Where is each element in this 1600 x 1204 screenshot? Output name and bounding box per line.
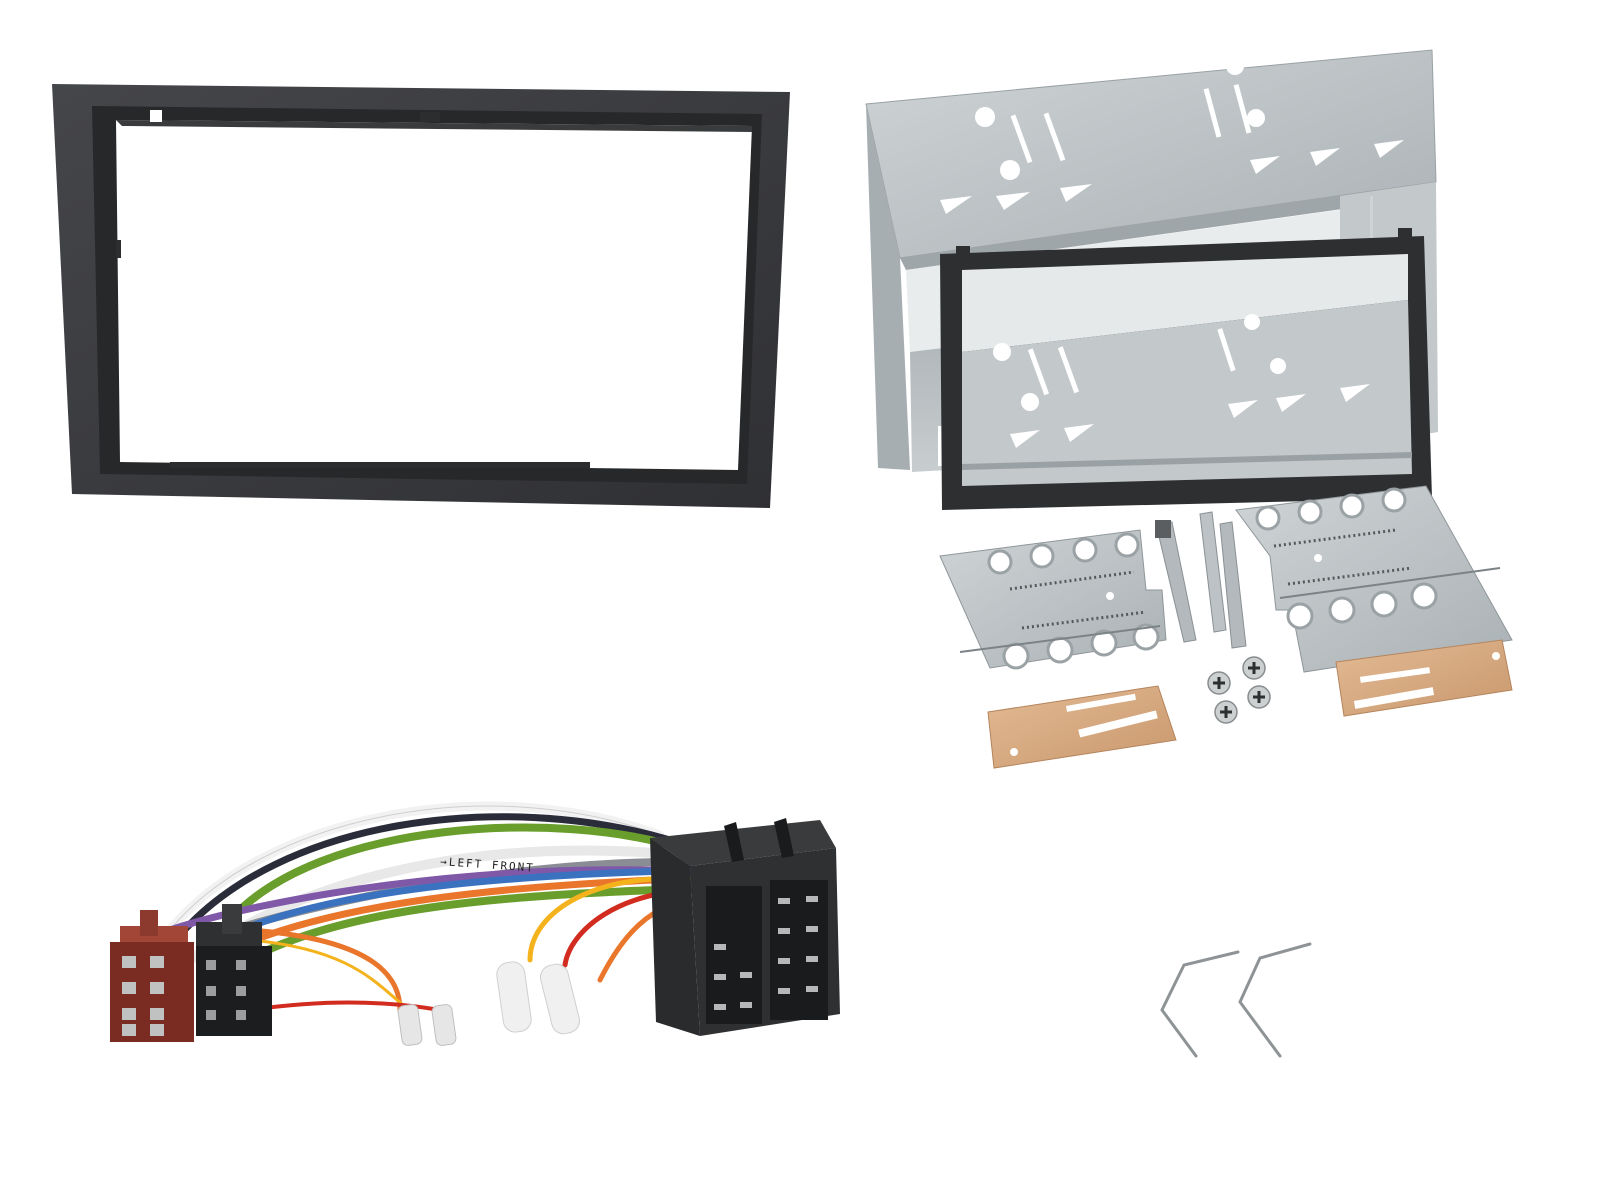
cage-interior-through-trim [962, 254, 1412, 486]
side-bracket-left [939, 529, 1167, 670]
release-tab-left [1155, 520, 1197, 643]
side-bracket-right [1235, 485, 1513, 673]
screws [1207, 656, 1271, 724]
iso-harness: →LEFT FRONT [110, 801, 840, 1046]
screw-icon [1247, 685, 1271, 709]
bullet-connectors [397, 961, 581, 1046]
copper-clip-right [1335, 639, 1513, 717]
iso-plug-black [196, 904, 272, 1036]
iso-plug-brown [110, 910, 194, 1042]
iso-socket-block [650, 818, 840, 1036]
screw-icon [1207, 671, 1231, 695]
removal-key-icon [1238, 942, 1312, 1058]
removal-key-icon [1160, 950, 1240, 1058]
removal-keys [1160, 942, 1312, 1058]
release-tab-right [1199, 511, 1247, 649]
screw-icon [1242, 656, 1266, 680]
copper-clip-left [987, 685, 1177, 769]
screw-icon [1214, 700, 1238, 724]
fascia-panel [52, 84, 790, 508]
